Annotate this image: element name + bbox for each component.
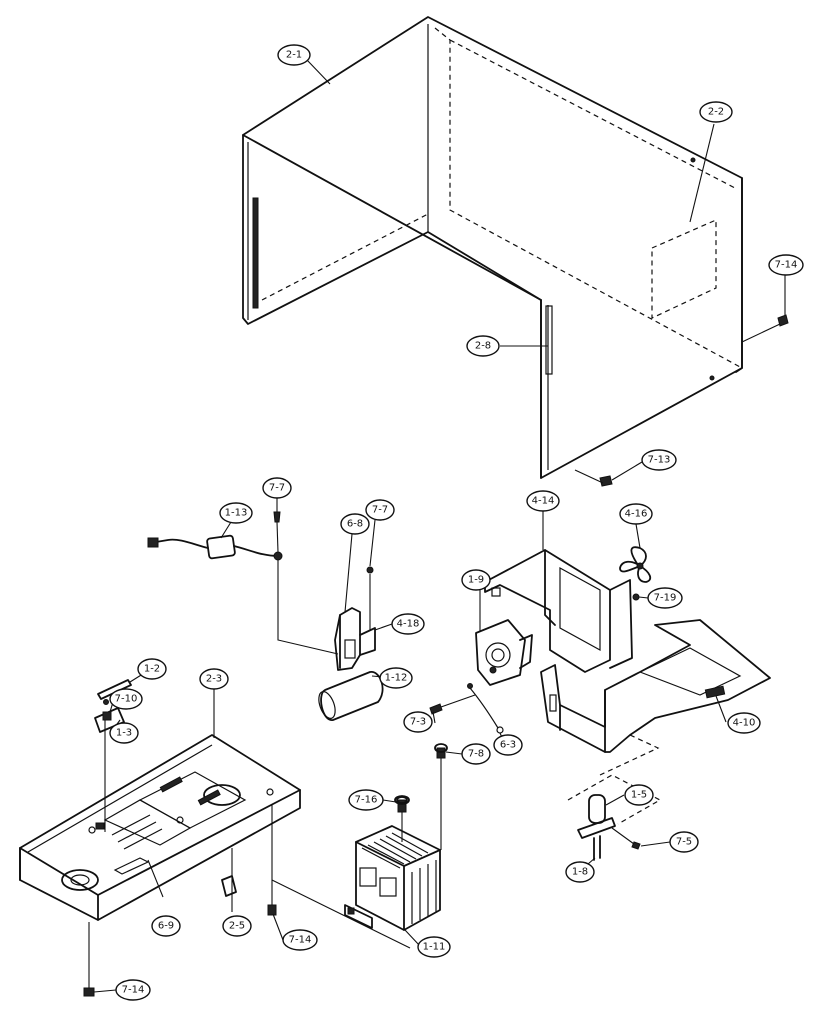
callout-label: 7-16 — [355, 795, 378, 806]
base-plate — [19, 720, 411, 949]
callout-label: 6-3 — [500, 740, 516, 751]
callout-4-10: 4-10 — [727, 712, 761, 734]
callout-label: 7-14 — [289, 935, 312, 946]
callout-7-10: 7-10 — [109, 688, 143, 710]
callout-label: 2-3 — [206, 674, 222, 685]
callout-label: 4-10 — [733, 718, 756, 729]
callout-1-12: 1-12 — [379, 667, 413, 689]
callout-label: 7-8 — [468, 749, 484, 760]
callout-label: 7-7 — [372, 505, 388, 516]
callout-7-8: 7-8 — [461, 743, 491, 765]
callout-7-13: 7-13 — [641, 449, 677, 471]
callout-label: 1-11 — [423, 942, 446, 953]
callout-4-14: 4-14 — [526, 490, 560, 512]
ground-wire — [467, 683, 504, 734]
callout-label: 1-5 — [631, 790, 647, 801]
callout-label: 7-3 — [410, 717, 426, 728]
callout-7-3: 7-3 — [403, 711, 433, 733]
callout-label: 4-16 — [625, 509, 648, 520]
fan-duct — [484, 549, 633, 673]
callout-7-7-b: 7-7 — [365, 499, 395, 521]
noise-filter-assembly — [147, 534, 339, 655]
callout-6-3: 6-3 — [493, 734, 523, 756]
callout-label: 7-19 — [654, 593, 677, 604]
base-small-parts — [83, 875, 277, 997]
screw-7-3-item — [429, 694, 476, 715]
callout-label: 6-8 — [347, 519, 363, 530]
callout-label: 1-13 — [225, 508, 248, 519]
callout-label: 2-5 — [229, 921, 245, 932]
thermal-sensor — [567, 774, 662, 861]
callout-7-14-c: 7-14 — [115, 979, 151, 1001]
callout-1-9: 1-9 — [461, 569, 491, 591]
callout-1-2: 1-2 — [137, 658, 167, 680]
callout-2-3: 2-3 — [199, 668, 229, 690]
fan-motor — [475, 619, 533, 686]
callout-1-8: 1-8 — [565, 861, 595, 883]
callout-4-18: 4-18 — [391, 613, 425, 635]
callout-label: 2-1 — [286, 50, 302, 61]
callout-label: 1-3 — [116, 728, 132, 739]
callout-2-2: 2-2 — [699, 101, 733, 123]
callout-4-16: 4-16 — [619, 503, 653, 525]
callout-2-8: 2-8 — [466, 335, 500, 357]
callout-7-16: 7-16 — [348, 789, 384, 811]
callout-leader-lines — [93, 59, 786, 993]
callout-label: 1-8 — [572, 867, 588, 878]
base-bracket — [540, 619, 771, 776]
callout-label: 7-14 — [775, 260, 798, 271]
callout-label: 4-18 — [397, 619, 420, 630]
callout-1-11: 1-11 — [417, 936, 451, 958]
callout-label: 7-14 — [122, 985, 145, 996]
callout-label: 7-5 — [676, 837, 692, 848]
callout-7-14-a: 7-14 — [768, 254, 804, 276]
outer-cabinet — [242, 16, 743, 479]
callout-1-5: 1-5 — [624, 784, 654, 806]
callout-label: 2-2 — [708, 107, 724, 118]
switch-bracket — [273, 511, 376, 671]
callout-label: 2-8 — [475, 341, 491, 352]
cabinet-screws — [574, 314, 789, 487]
callout-7-7-a: 7-7 — [262, 477, 292, 499]
callout-label: 1-9 — [468, 575, 484, 586]
washer — [394, 795, 410, 805]
callout-2-1: 2-1 — [277, 44, 311, 66]
callout-2-5: 2-5 — [222, 915, 252, 937]
callout-7-19: 7-19 — [647, 587, 683, 609]
hv-transformer — [344, 743, 448, 931]
callout-6-9: 6-9 — [151, 915, 181, 937]
callout-7-14-b: 7-14 — [282, 929, 318, 951]
callout-label: 7-7 — [269, 483, 285, 494]
callout-6-8: 6-8 — [340, 513, 370, 535]
callout-7-5: 7-5 — [669, 831, 699, 853]
callout-label: 7-13 — [648, 455, 671, 466]
callout-label: 7-10 — [115, 694, 138, 705]
callout-label: 1-12 — [385, 673, 408, 684]
callout-label: 6-9 — [158, 921, 174, 932]
callout-label: 4-14 — [532, 496, 555, 507]
callout-1-13: 1-13 — [219, 502, 253, 524]
fan-blade — [619, 546, 652, 601]
callout-label: 1-2 — [144, 664, 160, 675]
callout-1-3: 1-3 — [109, 722, 139, 744]
